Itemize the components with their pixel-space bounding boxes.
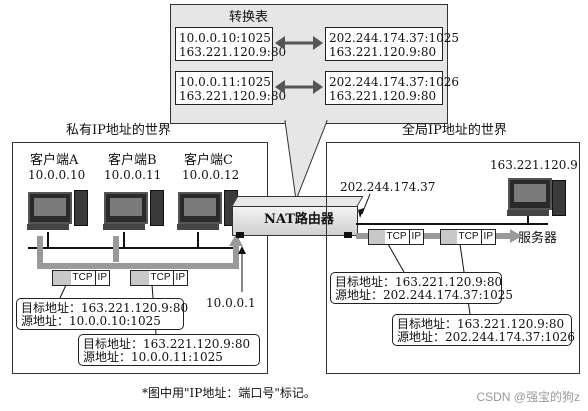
client-c-ip: 10.0.0.12 xyxy=(182,168,240,182)
table-row1-left: 10.0.0.10:1025 163.221.120.9:80 xyxy=(175,27,286,61)
translation-table-title: 转换表 xyxy=(229,10,269,25)
table-row2-left: 10.0.0.11:1025 163.221.120.9:80 xyxy=(175,71,286,105)
global-world-title: 全局IP地址的世界 xyxy=(402,123,507,138)
table-row1-right: 202.244.174.37:1025 163.221.120.9:80 xyxy=(325,27,459,61)
client-b-ip: 10.0.0.11 xyxy=(104,168,162,182)
client-a-ip: 10.0.0.10 xyxy=(28,168,86,182)
global-address-box-2: 目标地址：163.221.120.9:80 源地址：202.244.174.37… xyxy=(392,314,575,346)
router-inner-ip: 10.0.0.1 xyxy=(206,296,256,310)
server-label: 服务器 xyxy=(518,231,558,246)
translation-table: 转换表 10.0.0.10:1025 163.221.120.9:80 202.… xyxy=(170,4,459,124)
server-ip: 163.221.120.9 xyxy=(490,158,578,172)
client-c-label: 客户端C xyxy=(184,153,233,168)
table-row2-right: 202.244.174.37:1026 163.221.120.9:80 xyxy=(325,71,459,105)
client-b-label: 客户端B xyxy=(108,153,157,168)
global-world-region xyxy=(326,142,580,374)
double-arrow-icon xyxy=(275,80,323,94)
nat-router-label: NAT路由器 xyxy=(264,212,334,227)
double-arrow-icon xyxy=(275,36,323,50)
private-world-region xyxy=(12,142,268,374)
client-a-label: 客户端A xyxy=(30,153,79,168)
router-outer-ip: 202.244.174.37 xyxy=(340,180,436,194)
global-address-box-1: 目标地址：163.221.120.9:80 源地址：202.244.174.37… xyxy=(330,272,513,304)
private-address-box-1: 目标地址：163.221.120.9:80 源地址：10.0.0.10:1025 xyxy=(16,298,188,330)
footnote: *图中用"IP地址：端口号"标记。 xyxy=(142,386,316,400)
private-world-title: 私有IP地址的世界 xyxy=(66,123,171,138)
watermark: CSDN @强宝的狗z xyxy=(476,390,580,404)
private-address-box-2: 目标地址：163.221.120.9:80 源地址：10.0.0.11:1025 xyxy=(78,334,260,366)
